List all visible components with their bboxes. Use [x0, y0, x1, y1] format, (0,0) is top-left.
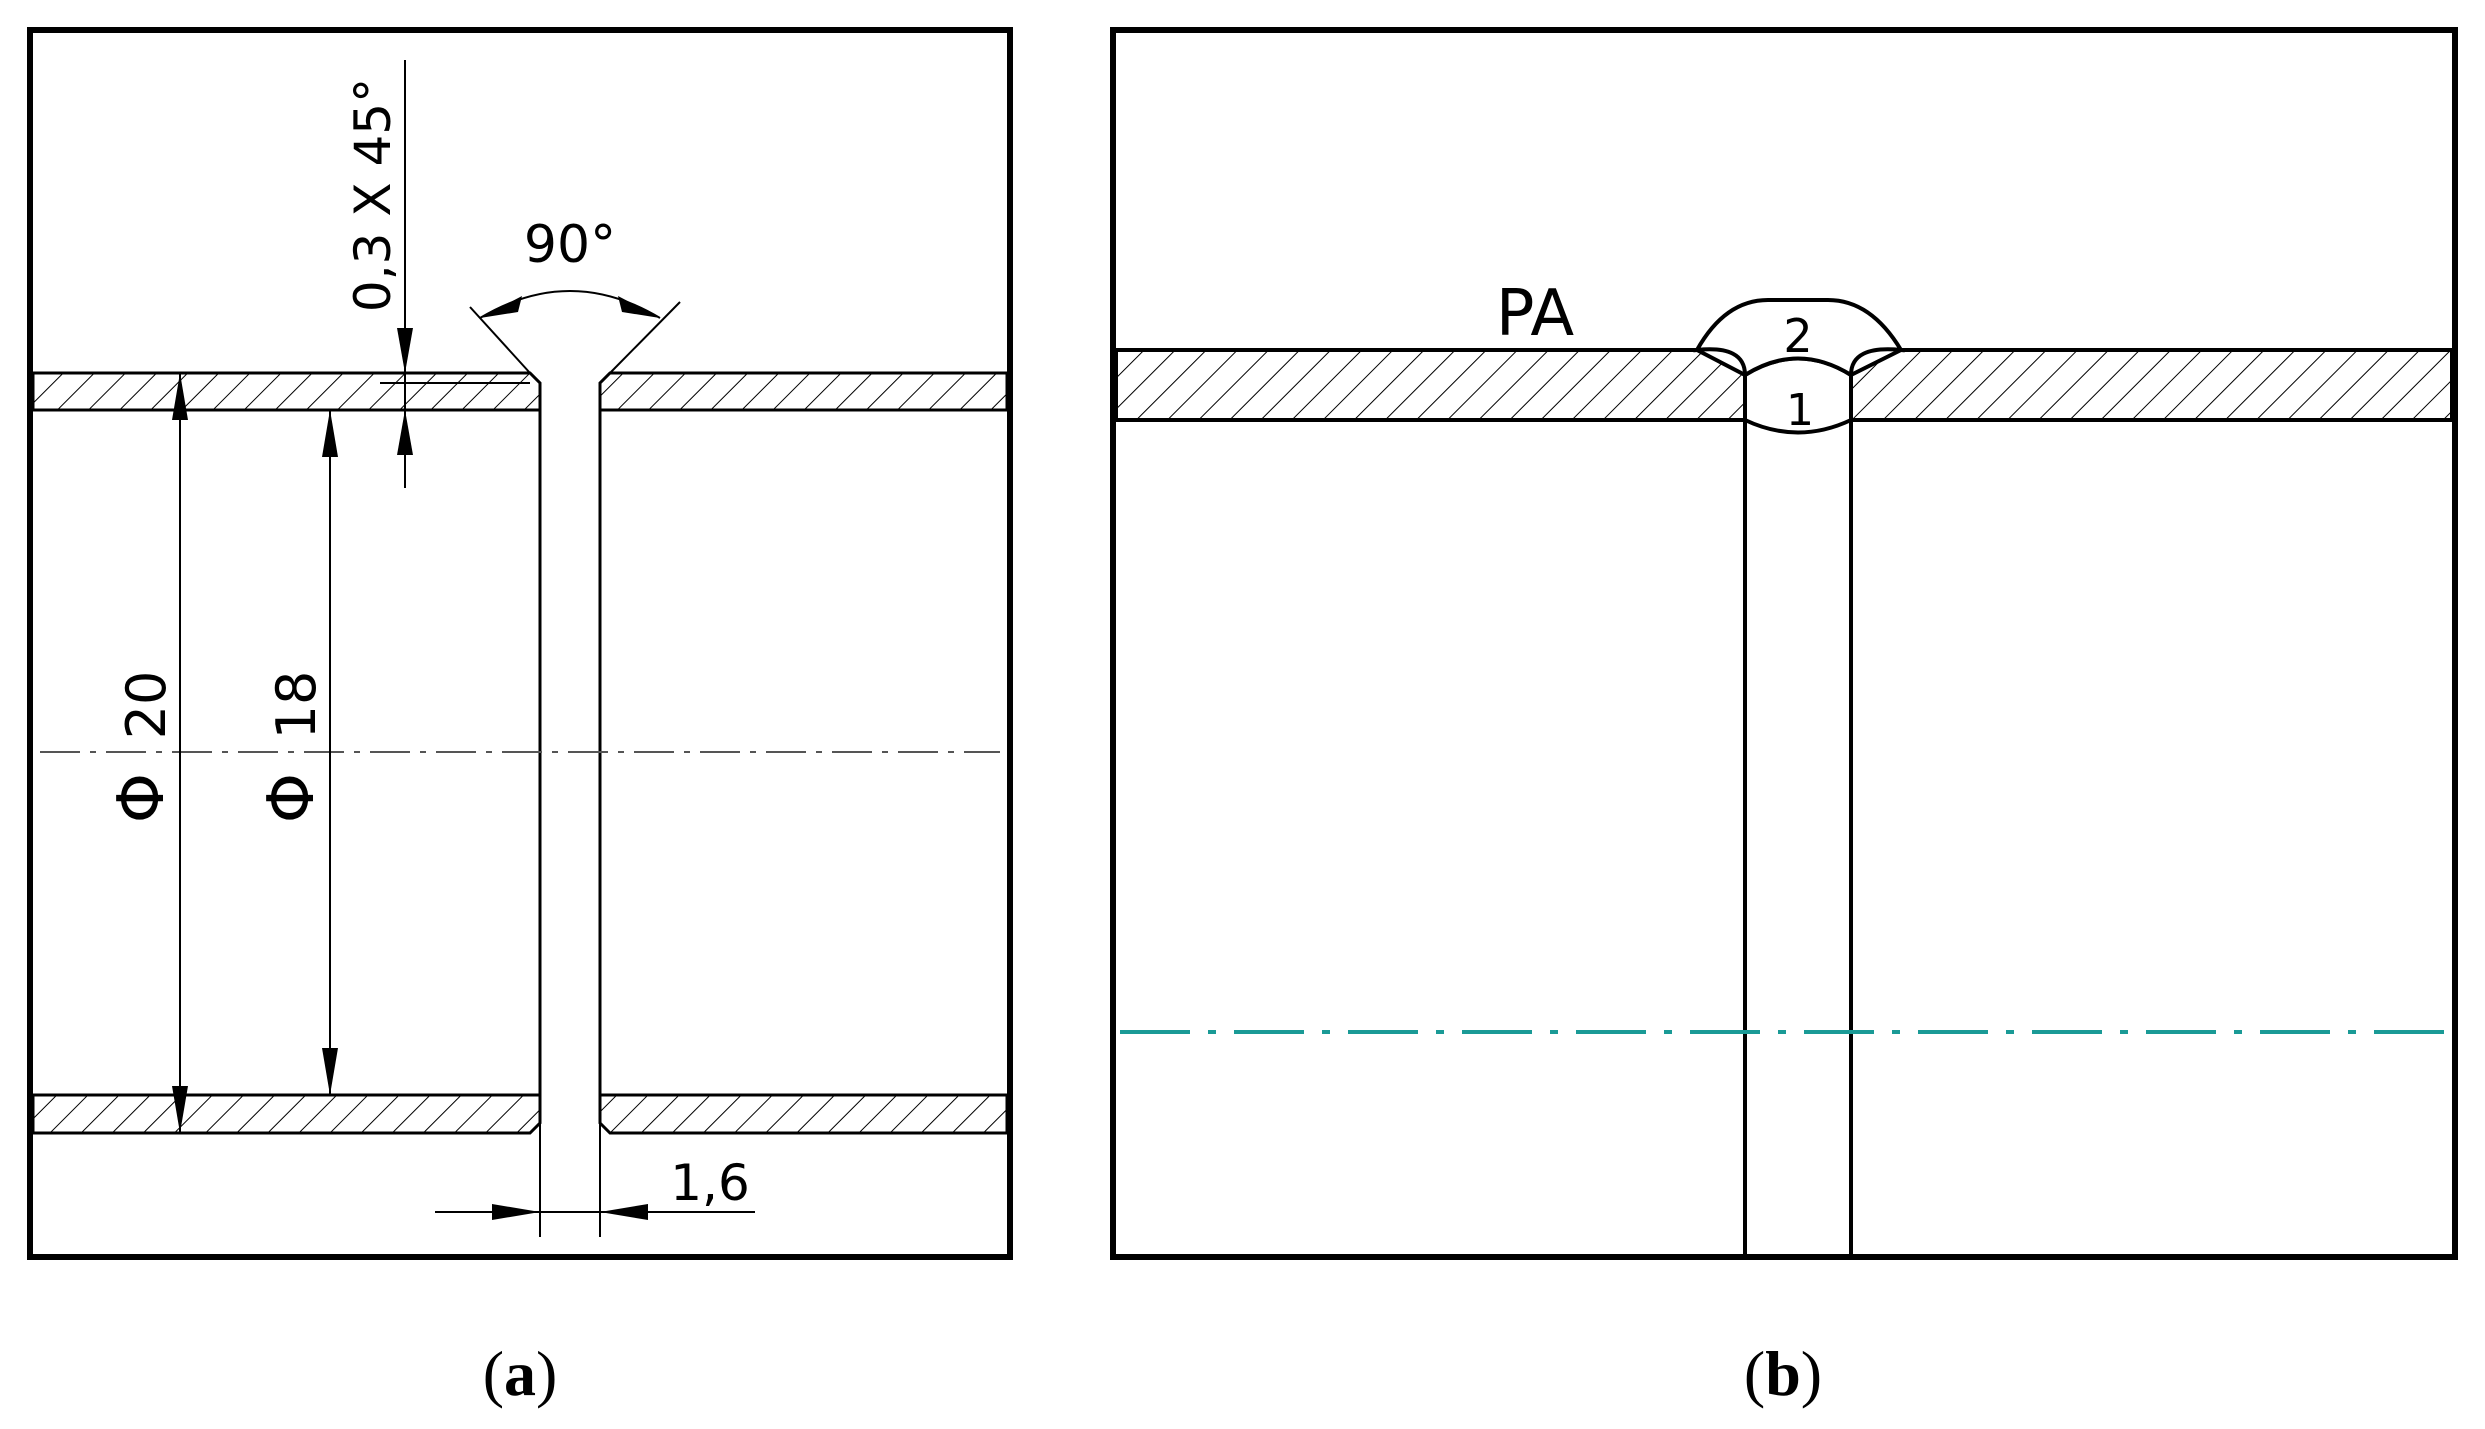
gap-dimension: 1,6	[435, 1123, 755, 1237]
diameter-symbol: Φ	[255, 773, 329, 823]
bead-1-label: 1	[1786, 385, 1814, 436]
bead-2-label: 2	[1783, 309, 1812, 363]
tube-wall-right	[1849, 348, 2454, 422]
angle-label: 90°	[524, 215, 616, 275]
position-label: PA	[1496, 277, 1575, 351]
tube-wall-left	[1114, 348, 1747, 422]
inner-diameter-dimension: 18 Φ	[255, 410, 338, 1095]
caption-b: (b)	[1744, 1338, 1822, 1409]
tube-wall-bottom-right	[598, 1093, 1009, 1135]
tube-wall-top-right	[598, 371, 1009, 412]
angle-dimension: 90°	[469, 215, 681, 374]
panel-b: 2 1 PA (b)	[1110, 27, 2458, 1409]
tube-wall-bottom-left	[31, 1093, 542, 1135]
chamfer-label: 0,3 X 45°	[344, 78, 402, 312]
inner-diameter-value: 18	[265, 671, 328, 740]
panel-b-frame	[1110, 27, 2458, 1260]
outer-diameter-value: 20	[115, 671, 178, 740]
chamfer-dimension: 0,3 X 45°	[344, 60, 530, 488]
panel-a: 90° 0,3 X 45° 20 Φ 18 Φ	[27, 27, 1013, 1409]
tube-wall-top-left	[31, 371, 542, 412]
panel-a-frame	[27, 27, 1013, 1260]
outer-diameter-dimension: 20 Φ	[105, 373, 188, 1133]
gap-label: 1,6	[670, 1154, 750, 1212]
caption-a: (a)	[483, 1338, 558, 1409]
weld-bead-cap	[1693, 298, 1905, 379]
diameter-symbol: Φ	[105, 773, 179, 823]
